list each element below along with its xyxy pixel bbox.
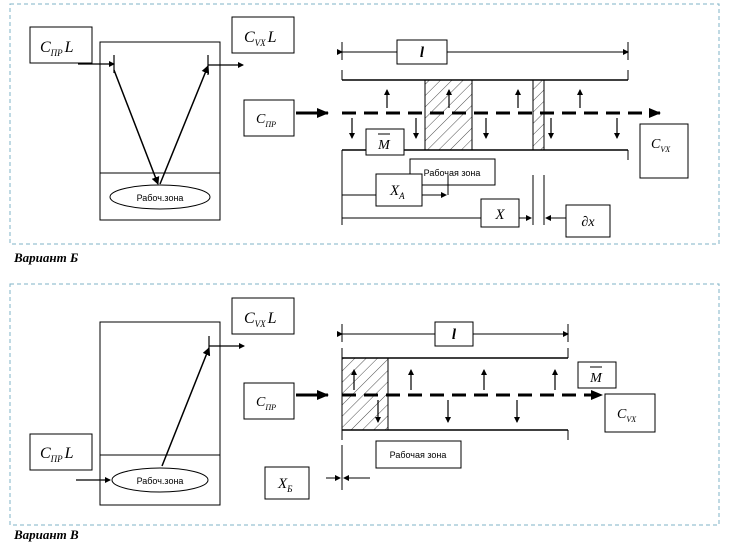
path-up-v (161, 347, 211, 467)
c-in-box-v (243, 382, 295, 420)
dx-box-b (565, 204, 611, 238)
length-label-v: l (452, 327, 457, 343)
m-box-b (365, 128, 405, 156)
length-box-b (396, 39, 448, 65)
work-zone-ellipse-b (109, 184, 211, 210)
c-out-label-v: CVX (617, 407, 637, 424)
vessel-v (99, 321, 221, 506)
exchange-arrows-up-b (384, 89, 583, 108)
m-box-v (577, 361, 617, 389)
panel-variant-b-frame (9, 3, 720, 245)
length-box-v (434, 321, 474, 347)
path-up-b (159, 65, 210, 185)
c-in-L-box-v (29, 433, 93, 471)
xa-box-b (375, 173, 423, 207)
work-zone-small-label-v: Рабоч.зона (137, 476, 184, 486)
exchange-arrows-down-v (375, 400, 520, 423)
length-label-b: l (420, 45, 425, 61)
c-out-box-b (639, 123, 689, 179)
exchange-arrows-up-v (351, 369, 558, 390)
c-out-L-box-v (231, 297, 295, 335)
path-down-b (113, 69, 160, 185)
c-out-box-v (604, 393, 656, 433)
xb-box-v (264, 466, 310, 500)
x-box-b (480, 198, 520, 228)
c-in-box-b (243, 99, 295, 137)
c-out-L-box-b (231, 16, 295, 54)
vessel-b (99, 41, 221, 221)
work-zone-box-v (375, 440, 462, 469)
xa-label-b: XA (389, 183, 405, 201)
m-label-b: M (377, 138, 391, 153)
c-in-label-v: CПР (256, 395, 276, 412)
exchange-arrows-down-b (349, 118, 620, 139)
c-in-L-box-b (29, 26, 93, 64)
c-in-label-b: CПР (256, 112, 276, 129)
dx-slice-hatch-b (532, 79, 545, 151)
work-zone-box-b (409, 158, 496, 186)
xb-label-v: XБ (277, 476, 293, 494)
work-zone-label-b: Рабочая зона (424, 168, 481, 178)
panel-variant-v-frame (9, 283, 720, 526)
c-out-label-b: CVX (651, 137, 671, 154)
variant-v-caption: Вариант В (14, 527, 79, 542)
work-zone-label-v: Рабочая зона (390, 450, 447, 460)
work-zone-ellipse-v (111, 467, 209, 493)
variant-b-caption: Вариант Б (14, 250, 79, 265)
m-label-v: M (589, 371, 603, 386)
dx-label-b: ∂x (581, 215, 595, 230)
work-zone-small-label-b: Рабоч.зона (137, 193, 184, 203)
x-label-b: X (494, 207, 505, 223)
